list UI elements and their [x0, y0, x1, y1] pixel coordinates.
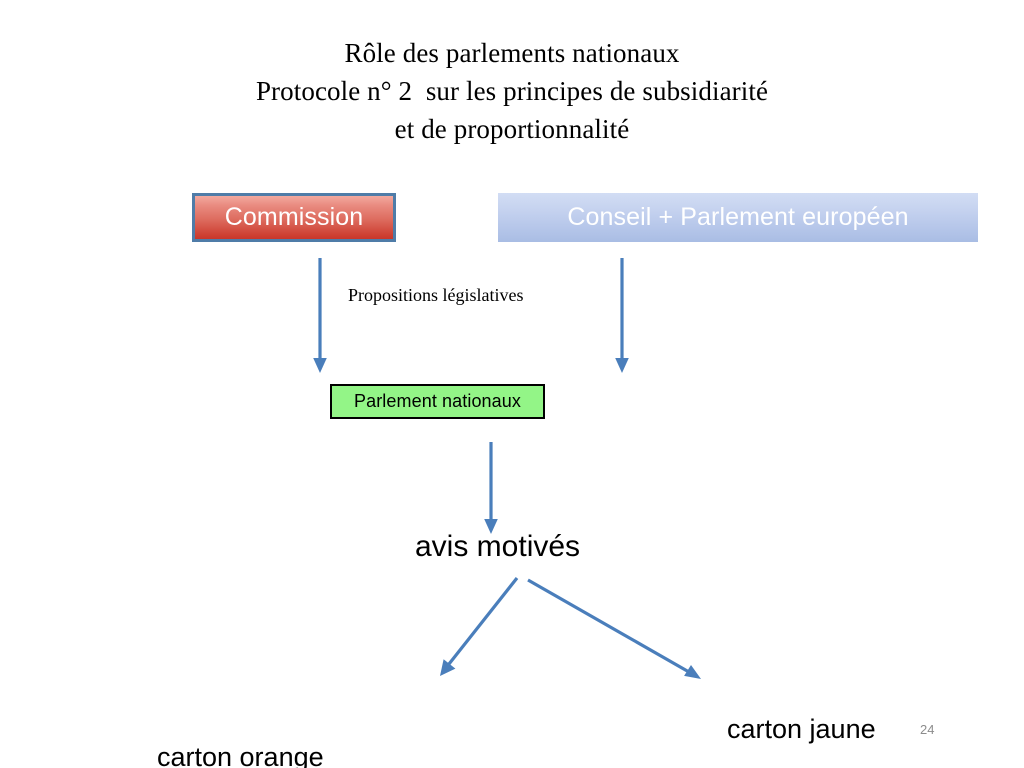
label-carton-jaune-line-1: carton jaune: [727, 714, 876, 744]
label-propositions-legislatives: Propositions législatives: [348, 285, 524, 305]
arrow-parlement-nationaux-to-avis-motives: [484, 442, 498, 534]
node-conseil-parlement-europeen[interactable]: Conseil + Parlement européen: [498, 193, 978, 242]
node-conseil-parlement-europeen-label: Conseil + Parlement européen: [567, 203, 909, 231]
label-carton-jaune: carton jaune 1/3: [727, 624, 876, 768]
label-avis-motives: avis motivés: [415, 530, 581, 563]
page-number: 24: [920, 722, 935, 737]
node-parlement-nationaux[interactable]: Parlement nationaux: [330, 384, 545, 419]
arrow-commission-to-parlement-nationaux: [313, 258, 327, 373]
arrow-avis-motives-to-carton-jaune: [527, 578, 701, 679]
title-line-3: et de proportionnalité: [394, 114, 630, 144]
label-carton-orange-line-1: carton orange: [157, 742, 324, 768]
node-parlement-nationaux-label: Parlement nationaux: [353, 391, 521, 411]
title-line-1: Rôle des parlements nationaux: [344, 38, 680, 68]
node-commission[interactable]: Commission: [192, 193, 396, 242]
label-carton-orange: carton orange majorité: [157, 652, 324, 768]
arrow-conseil-to-parlement-nationaux: [615, 258, 629, 373]
arrow-avis-motives-to-carton-orange: [440, 577, 519, 676]
page-title: Rôle des parlements nationaux Protocole …: [60, 34, 964, 148]
node-commission-label: Commission: [224, 203, 364, 231]
title-line-2: Protocole n° 2 sur les principes de subs…: [255, 76, 769, 106]
